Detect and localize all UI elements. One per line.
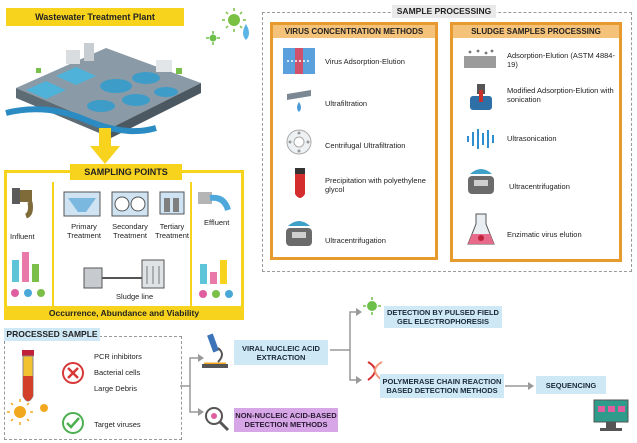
sampling-footer: Occurrence, Abundance and Viability bbox=[4, 306, 244, 320]
dna-icon bbox=[367, 361, 383, 381]
sludge-method-2: Modified Adsorption-Elution with sonicat… bbox=[507, 86, 614, 104]
sampling-point-secondary: Secondary Treatment bbox=[112, 222, 148, 240]
pcr-box: POLYMERASE CHAIN REACTION BASED DETECTIO… bbox=[380, 374, 504, 398]
removed-item-3: Large Debris bbox=[94, 384, 137, 393]
peg-precipitation-icon bbox=[295, 168, 305, 198]
virus-method-1: Virus Adsorption-Elution bbox=[325, 57, 405, 66]
cross-icon bbox=[62, 362, 84, 384]
magnifier-virus-icon bbox=[205, 407, 230, 432]
sludge-method-1: Adsorption-Elution (ASTM 4884-19) bbox=[507, 51, 615, 69]
sequencing-box: SEQUENCING bbox=[536, 376, 606, 394]
pfge-box: DETECTION BY PULSED FIELD GEL ELECTROPHO… bbox=[384, 306, 502, 328]
enzymatic-elution-icon bbox=[467, 213, 495, 245]
virus-method-5: Ultracentrifugation bbox=[325, 236, 386, 245]
sampling-point-effluent: Effluent bbox=[204, 218, 230, 227]
ultracentrifuge-icon bbox=[286, 221, 312, 246]
sampling-point-sludge: Sludge line bbox=[116, 292, 154, 301]
ultrafiltration-icon bbox=[287, 90, 311, 112]
sludge-method-4: Ultracentrifugation bbox=[509, 182, 570, 191]
virus-particles-icon bbox=[7, 399, 48, 425]
virus-method-4: Precipitation with polyethylene glycol bbox=[325, 176, 426, 194]
sonication-elution-icon bbox=[470, 84, 492, 110]
effluent-pipe-icon bbox=[198, 192, 231, 211]
pfge-virus-icon bbox=[363, 297, 381, 315]
virus-cluster-right bbox=[199, 290, 233, 298]
processed-sample-title: PROCESSED SAMPLE bbox=[4, 328, 100, 341]
plant-title: Wastewater Treatment Plant bbox=[6, 8, 184, 26]
virus-method-2: Ultrafiltration bbox=[325, 99, 368, 108]
arrow-down-to-sampling bbox=[90, 128, 120, 164]
removed-item-2: Bacterial cells bbox=[94, 368, 141, 377]
microscope-icon bbox=[202, 333, 228, 368]
influent-divider bbox=[52, 182, 54, 306]
virus-methods-panel bbox=[270, 22, 438, 260]
sludge-method-5: Enzimatic virus elution bbox=[507, 230, 582, 239]
abundance-bars-right bbox=[200, 260, 227, 284]
sludge-method-3: Ultrasonication bbox=[507, 134, 557, 143]
sampling-point-primary: Primary Treatment bbox=[67, 222, 101, 240]
sludge-adsorption-icon bbox=[464, 49, 496, 68]
sludge-ultracentrifuge-icon bbox=[468, 169, 494, 194]
treatment-plant-illustration bbox=[5, 43, 201, 138]
effluent-divider bbox=[190, 182, 192, 306]
virus-cluster-left bbox=[11, 289, 45, 297]
sludge-methods-header: SLUDGE SAMPLES PROCESSING bbox=[453, 25, 619, 38]
virus-icon bbox=[206, 31, 220, 45]
non-nucleic-box: NON-NUCLEIC ACID-BASED DETECTION METHODS bbox=[234, 408, 338, 432]
abundance-bars-left bbox=[12, 252, 39, 282]
sample-tube-icon bbox=[22, 350, 34, 402]
tertiary-treatment-icon bbox=[159, 191, 185, 215]
sampling-point-tertiary: Tertiary Treatment bbox=[155, 222, 189, 240]
secondary-treatment-icon bbox=[111, 191, 149, 217]
viral-nucleic-acid-box: VIRAL NUCLEIC ACID EXTRACTION bbox=[234, 340, 328, 365]
influent-pipe-icon bbox=[12, 188, 33, 219]
sample-processing-title: SAMPLE PROCESSING bbox=[392, 5, 496, 18]
sequencer-monitor-icon bbox=[593, 399, 629, 431]
ultrasonication-icon bbox=[467, 129, 494, 149]
kept-item: Target viruses bbox=[94, 420, 141, 429]
virus-method-3: Centrifugal Ultrafiltration bbox=[325, 141, 406, 150]
sludge-line-icon bbox=[83, 259, 165, 289]
sampling-point-influent: Influent bbox=[10, 232, 35, 241]
virus-drop-icon bbox=[222, 8, 249, 40]
virus-methods-header: VIRUS CONCENTRATION METHODS bbox=[273, 25, 435, 38]
check-icon bbox=[62, 412, 84, 434]
centrifugal-ultrafiltration-icon bbox=[286, 129, 312, 155]
adsorption-elution-icon bbox=[283, 48, 315, 74]
removed-item-1: PCR inhibitors bbox=[94, 352, 142, 361]
sampling-points-header: SAMPLING POINTS bbox=[70, 164, 182, 180]
sludge-methods-panel bbox=[450, 22, 622, 262]
primary-treatment-icon bbox=[63, 191, 101, 217]
